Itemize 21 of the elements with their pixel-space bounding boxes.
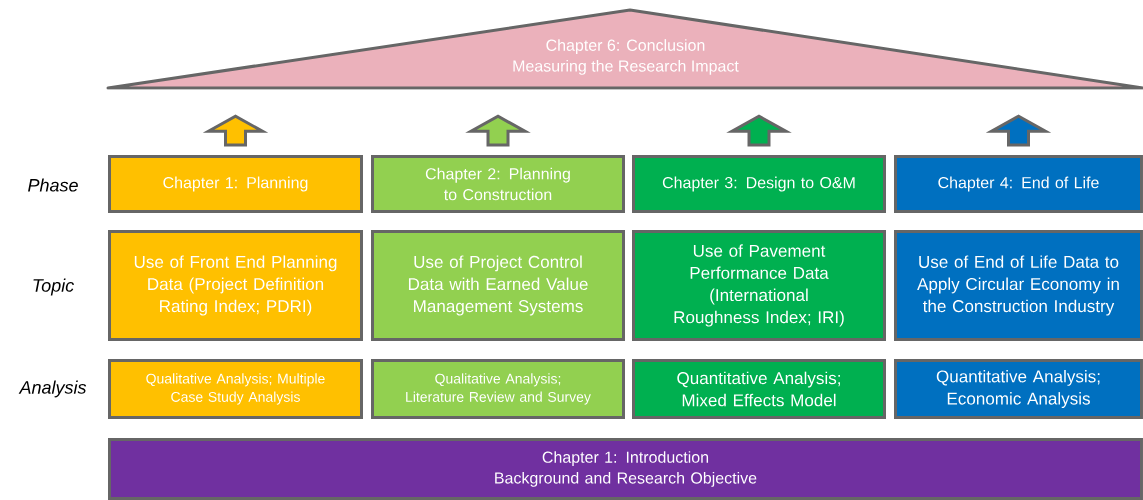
block-arrow <box>726 114 792 147</box>
chapter-box: Qualitative Analysis; Literature Review and Survey <box>371 359 625 419</box>
block-arrow <box>985 114 1052 147</box>
chapter-box: Chapter 3: Design to O&M <box>632 155 886 213</box>
chapter-box: Chapter 4: End of Life <box>894 155 1143 213</box>
chapter-box: Use of Project Control Data with Earned Value Management Systems <box>371 230 625 341</box>
chapter-box: Use of Front End Planning Data (Project Definition Rating Index; PDRI) <box>108 230 363 341</box>
chapter-box: Quantitative Analysis; Mixed Effects Model <box>632 359 886 419</box>
row-label: Analysis <box>18 380 87 398</box>
chapter-box: Chapter 1: Planning <box>108 155 363 213</box>
chapter-box: Qualitative Analysis; Multiple Case Study Analysis <box>108 359 363 419</box>
row-label: Phase <box>28 178 78 192</box>
roof-triangle: Chapter 6: Conclusion Measuring the Research Impact <box>106 8 1143 90</box>
block-arrow <box>202 114 269 147</box>
row-label: Topic <box>33 278 74 296</box>
chapter-box: Chapter 1: Introduction Background and Research Objective <box>108 438 1143 500</box>
block-arrow <box>465 114 531 147</box>
chapter-box: Quantitative Analysis; Economic Analysis <box>894 359 1143 419</box>
chapter-box: Use of End of Life Data to Apply Circular Economy in the Construction Industry <box>894 230 1143 341</box>
chapter-box: Use of Pavement Performance Data (International Roughness Index; IRI) <box>632 230 886 341</box>
chapter-box: Chapter 2: Planning to Construction <box>371 155 625 213</box>
